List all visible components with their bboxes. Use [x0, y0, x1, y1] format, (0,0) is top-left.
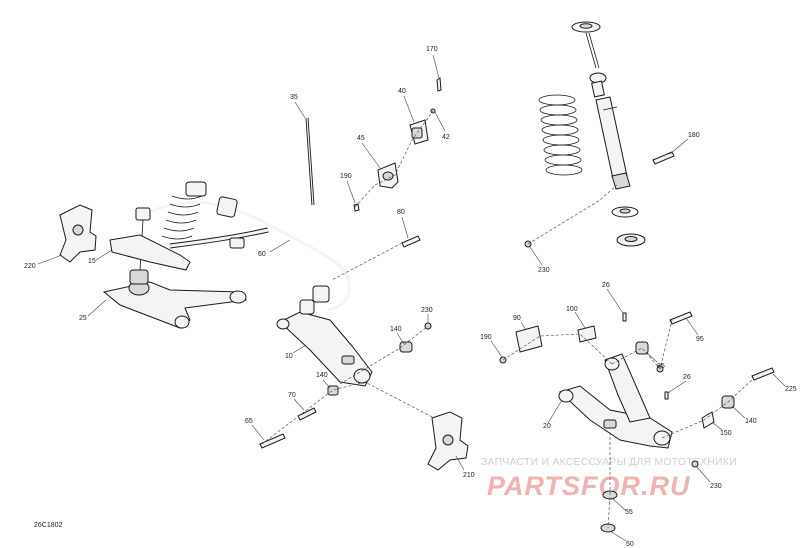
callout-10: 10 [285, 353, 293, 360]
right-dash-c [661, 377, 755, 439]
callout-150: 150 [720, 430, 732, 437]
bushing-140b [327, 385, 339, 396]
callout-35: 35 [290, 94, 298, 101]
right-dash-a [502, 333, 613, 365]
callout-140-right: 140 [745, 418, 757, 425]
diagram-code: 26C1802 [34, 522, 63, 529]
bar-bracket [353, 77, 442, 212]
callout-230-mid: 230 [421, 307, 433, 314]
callout-65: 65 [245, 418, 253, 425]
arm-dash-b [261, 381, 439, 445]
callout-20: 20 [543, 423, 551, 430]
callout-50: 50 [626, 541, 634, 548]
callout-230-low: 230 [710, 483, 722, 490]
bolt-225 [751, 367, 775, 381]
bracket-100 [577, 325, 597, 343]
callout-15: 15 [88, 258, 96, 265]
callout-180: 180 [688, 132, 700, 139]
callout-225: 225 [785, 386, 797, 393]
coil-spring [538, 94, 583, 176]
stabilizer-link [305, 117, 315, 206]
callout-210: 210 [463, 472, 475, 479]
callout-140-low: 140 [316, 372, 328, 379]
knuckle-right [427, 411, 469, 471]
callout-190-right: 190 [480, 334, 492, 341]
callout-40: 40 [398, 88, 406, 95]
pin-26b [664, 391, 669, 400]
watermark-brand: PARTSFOR.RU [487, 471, 691, 501]
callout-190-upper: 190 [340, 173, 352, 180]
sleeve-90 [515, 325, 543, 353]
bolt-65 [259, 433, 286, 449]
callout-100: 100 [566, 306, 578, 313]
nut-230c [691, 460, 699, 468]
bolt-95 [669, 311, 693, 325]
watermark-tagline: ЗАПЧАСТИ И АКСЕССУАРЫ ДЛЯ МОТОТЕХНИКИ [481, 456, 737, 468]
callout-60: 60 [258, 251, 266, 258]
spacer-70 [297, 407, 317, 421]
shock-absorber-assembly [524, 21, 675, 248]
trailing-arm-left [102, 207, 247, 329]
stabilizer-bar [149, 196, 351, 312]
bolt-80-dash [331, 242, 403, 281]
callout-25: 25 [79, 315, 87, 322]
callout-230-shock: 230 [538, 267, 550, 274]
callout-26-lower: 26 [683, 374, 691, 381]
callout-220: 220 [24, 263, 36, 270]
callout-26-upper: 26 [602, 282, 610, 289]
lower-arm-left [276, 299, 373, 387]
callout-55: 55 [625, 509, 633, 516]
right-dash-b [611, 319, 673, 370]
callout-42: 42 [442, 134, 450, 141]
bushing-85 [635, 341, 649, 355]
callout-90: 90 [513, 315, 521, 322]
a-arm-right [558, 353, 673, 449]
spacer-150 [701, 411, 715, 429]
rear-shock-left [161, 181, 207, 240]
callout-45: 45 [357, 135, 365, 142]
callout-70: 70 [288, 392, 296, 399]
callouts: 170 40 42 35 45 190 80 60 220 15 25 10 1… [24, 46, 797, 548]
knuckle-left [59, 204, 97, 263]
callout-140-mid: 140 [390, 326, 402, 333]
pin-26a [622, 312, 627, 322]
bushing-140a [399, 341, 413, 353]
callout-95: 95 [696, 336, 704, 343]
callout-80: 80 [397, 209, 405, 216]
bolt-80 [401, 235, 421, 248]
right-dash-d [607, 432, 611, 529]
callout-85: 85 [657, 363, 665, 370]
leader-lines [37, 54, 786, 542]
callout-170: 170 [426, 46, 438, 53]
